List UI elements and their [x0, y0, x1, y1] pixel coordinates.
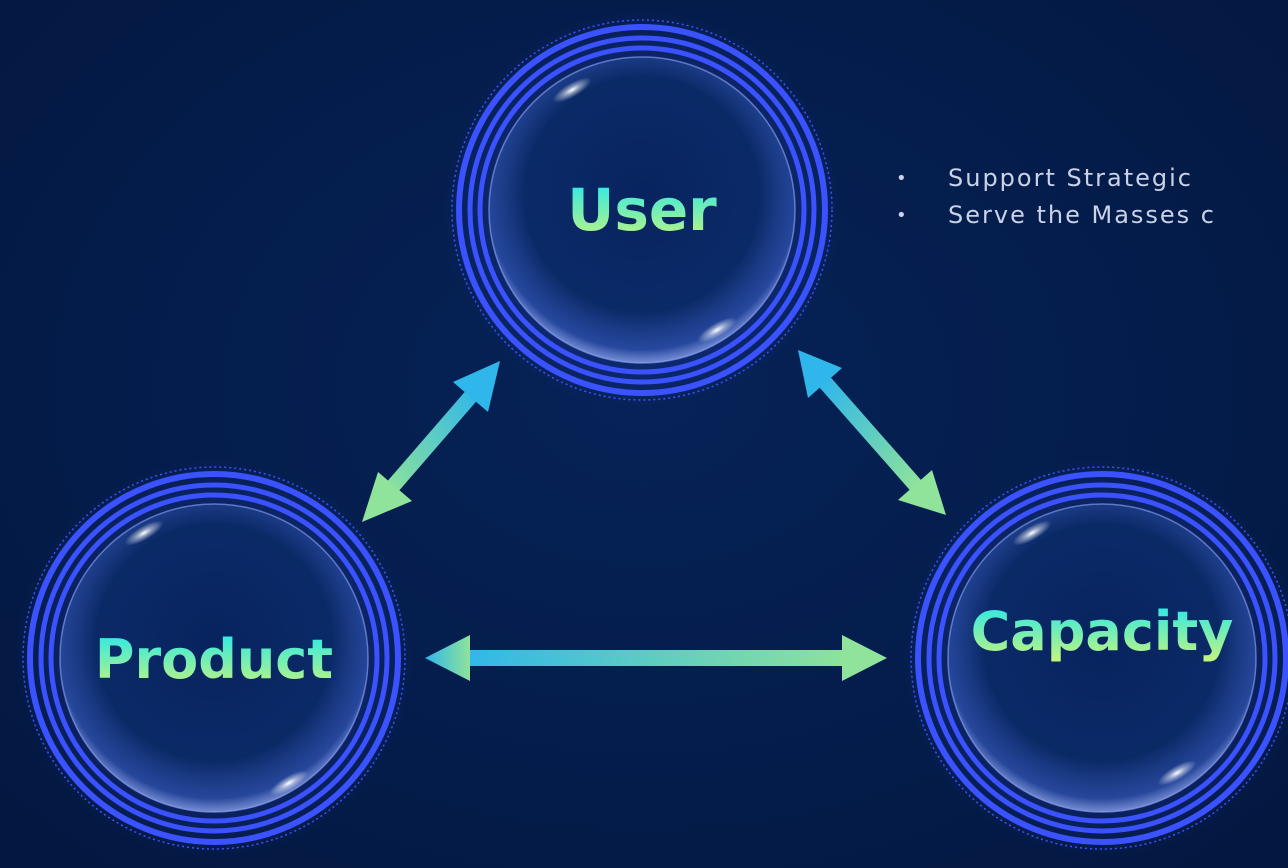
node-product-label: Product: [95, 628, 333, 691]
node-capacity: Capacity: [902, 458, 1288, 858]
arrow-user-capacity: [798, 350, 946, 515]
bullet-list: • Support Strategic • Serve the Masses c: [890, 160, 1216, 234]
bullet-text: Serve the Masses c: [948, 201, 1216, 229]
node-capacity-label: Capacity: [971, 600, 1234, 663]
bullet-item: • Serve the Masses c: [890, 197, 1216, 234]
arrow-user-product: [362, 361, 500, 522]
bullet-dot-icon: •: [896, 168, 909, 189]
arrow-product-capacity: [425, 635, 887, 681]
node-product: Product: [14, 458, 414, 858]
bullet-dot-icon: •: [896, 205, 909, 226]
node-user-label: User: [567, 176, 717, 244]
bullet-text: Support Strategic: [948, 164, 1193, 192]
node-user: User: [442, 10, 842, 410]
bullet-item: • Support Strategic: [890, 160, 1216, 197]
